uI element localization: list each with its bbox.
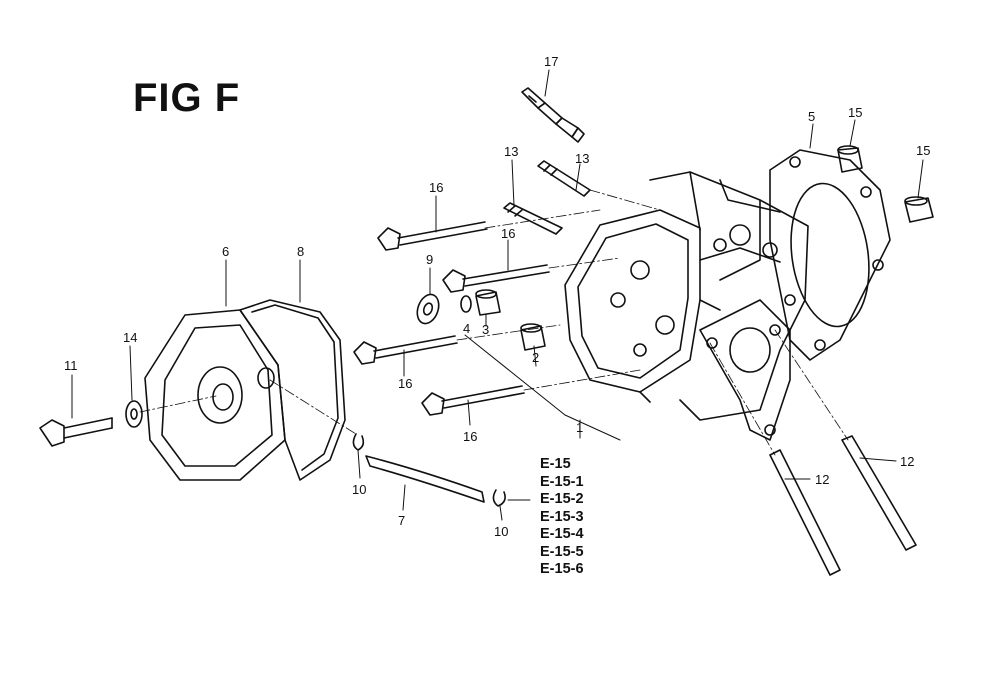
callout-13: 13	[575, 151, 589, 166]
callout-16: 16	[429, 180, 443, 195]
callout-16: 16	[398, 376, 412, 391]
callout-8: 8	[297, 244, 304, 259]
callout-15: 15	[848, 105, 862, 120]
callout-16: 16	[463, 429, 477, 444]
alignment-lines	[139, 189, 849, 456]
callout-2: 2	[532, 350, 539, 365]
head-gasket	[769, 149, 891, 361]
callout-6: 6	[222, 244, 229, 259]
callout-14: 14	[123, 330, 137, 345]
callout-15: 15	[916, 143, 930, 158]
callout-10: 10	[494, 524, 508, 539]
reference-code: E-15-3	[540, 508, 584, 525]
spark-plug	[521, 87, 585, 143]
callout-11: 11	[64, 358, 78, 373]
breather-tube	[352, 433, 506, 507]
reference-code: E-15-6	[540, 561, 584, 577]
callout-9: 9	[426, 252, 433, 267]
cover-gasket	[239, 299, 346, 481]
callout-labels: 17 13 13 5 15 15 16 16 16 16 6 8 9 4 3 2…	[64, 54, 930, 539]
callout-1: 1	[576, 420, 583, 435]
small-parts	[416, 289, 546, 351]
reference-code: E-15	[540, 456, 571, 472]
callout-5: 5	[808, 109, 815, 124]
figure-title: FIG F	[133, 76, 241, 120]
callout-10: 10	[352, 482, 366, 497]
callout-13: 13	[504, 144, 518, 159]
reference-code: E-15-2	[540, 491, 584, 507]
reference-code: E-15-4	[540, 526, 584, 542]
leader-lines	[71, 69, 924, 521]
cover-bolt	[39, 400, 143, 447]
head-cover	[144, 309, 286, 481]
callout-4: 4	[463, 321, 470, 336]
callout-16: 16	[501, 226, 515, 241]
long-studs	[769, 435, 917, 576]
dowel-pins	[837, 145, 934, 223]
callout-3: 3	[482, 322, 489, 337]
callout-12: 12	[815, 472, 829, 487]
reference-codes-list: E-15 E-15-1 E-15-2 E-15-3 E-15-4 E-15-5 …	[540, 456, 584, 579]
reference-code: E-15-5	[540, 543, 584, 560]
cylinder-head	[564, 171, 809, 441]
flange-bolts	[353, 221, 550, 416]
callout-17: 17	[544, 54, 558, 69]
callout-7: 7	[398, 513, 405, 528]
callout-12: 12	[900, 454, 914, 469]
reference-code: E-15-1	[540, 473, 584, 490]
